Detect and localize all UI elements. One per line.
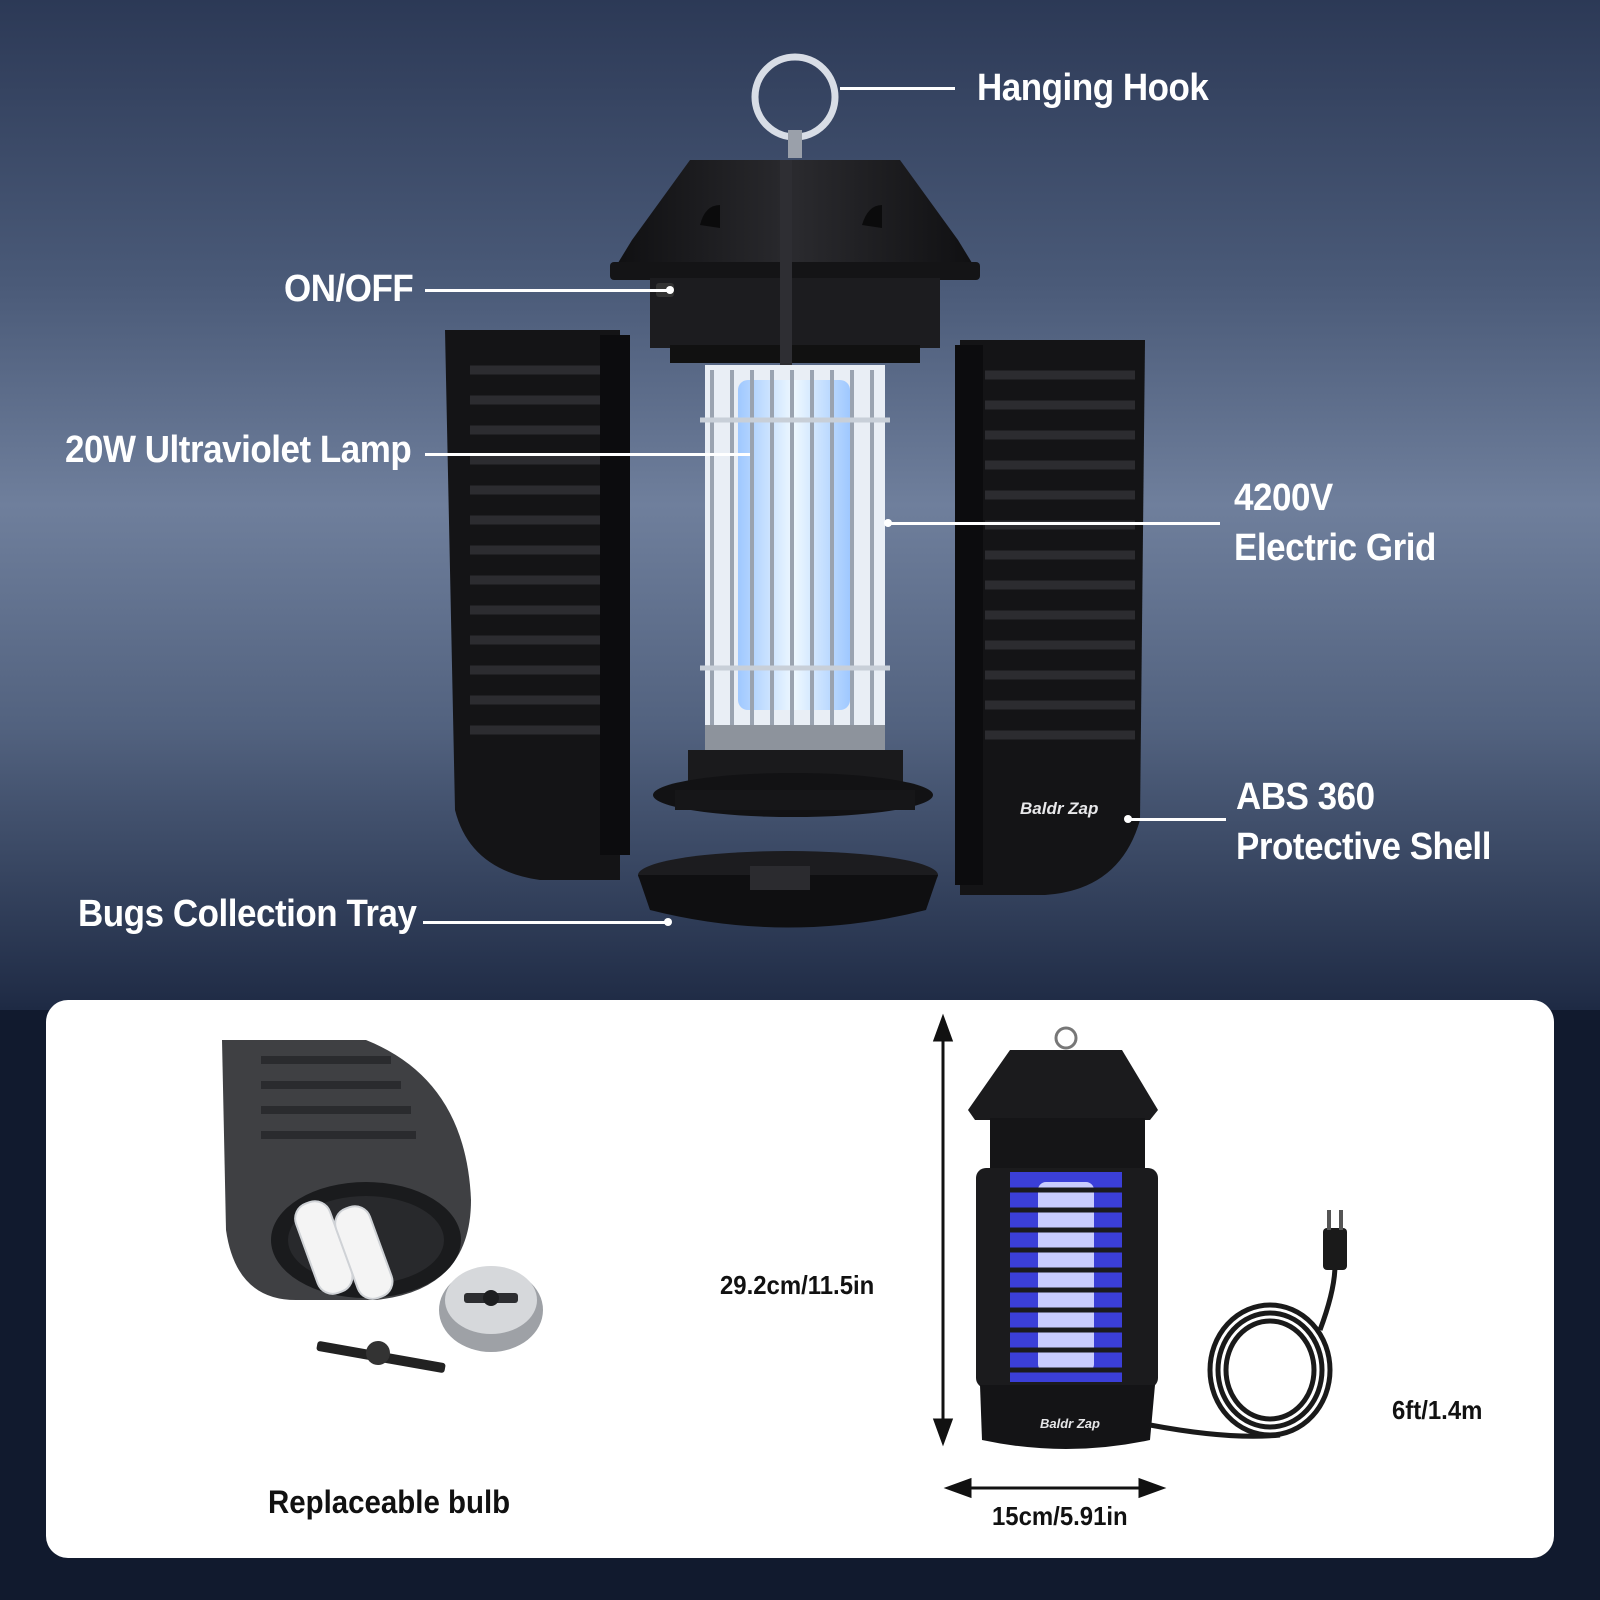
- hanging-hook-ring-icon: [751, 53, 839, 158]
- electric-grid-icon: [700, 370, 890, 730]
- bulb-tubes-icon: [294, 1200, 394, 1300]
- left-shell-half: [445, 330, 630, 880]
- height-arrow-icon: [932, 1013, 954, 1447]
- on-off-pointer-dot: [666, 286, 674, 294]
- power-cord-icon: [1149, 1264, 1338, 1439]
- bulb-socket-icon: [439, 1266, 543, 1352]
- lamp-base: [653, 750, 933, 817]
- hanging-hook-label: Hanging Hook: [977, 67, 1209, 109]
- hanging-hook-leader: [840, 87, 955, 90]
- uv-lamp-leader: [425, 453, 750, 456]
- replaceable-bulb-illustration: [222, 1040, 543, 1373]
- power-plug-icon: [1323, 1210, 1347, 1270]
- tray-leader: [423, 921, 668, 924]
- tray-pointer-dot: [664, 918, 672, 926]
- top-cap: [610, 160, 980, 370]
- width-arrow-icon: [943, 1477, 1167, 1499]
- shell-pointer-dot: [1124, 815, 1132, 823]
- shell-label-line1: ABS 360: [1236, 776, 1375, 818]
- electric-grid-label-line2: Electric Grid: [1234, 527, 1436, 569]
- product-logo-text: Baldr Zap: [1040, 1416, 1100, 1431]
- dimension-diagram: [932, 1013, 1347, 1499]
- collection-tray-icon: [638, 851, 938, 928]
- shell-logo-text: Baldr Zap: [1020, 799, 1099, 818]
- exploded-view-illustration: [445, 53, 1145, 928]
- cord-length-label: 6ft/1.4m: [1392, 1395, 1483, 1425]
- tray-label: Bugs Collection Tray: [78, 893, 417, 935]
- bulb-tool-icon: [316, 1341, 446, 1373]
- width-dimension-label: 15cm/5.91in: [992, 1501, 1128, 1531]
- shell-leader: [1128, 818, 1226, 821]
- replaceable-bulb-caption: Replaceable bulb: [268, 1484, 511, 1520]
- electric-grid-leader: [888, 522, 1220, 525]
- right-shell-half: [955, 340, 1145, 895]
- electric-grid-pointer-dot: [884, 519, 892, 527]
- assembled-zapper-icon: [968, 1026, 1158, 1449]
- electric-grid-label-line1: 4200V: [1234, 477, 1333, 519]
- on-off-leader: [425, 289, 670, 292]
- on-off-label: ON/OFF: [284, 268, 414, 310]
- uv-lamp-label: 20W Ultraviolet Lamp: [65, 429, 412, 471]
- shell-label-line2: Protective Shell: [1236, 826, 1491, 868]
- height-dimension-label: 29.2cm/11.5in: [720, 1270, 875, 1300]
